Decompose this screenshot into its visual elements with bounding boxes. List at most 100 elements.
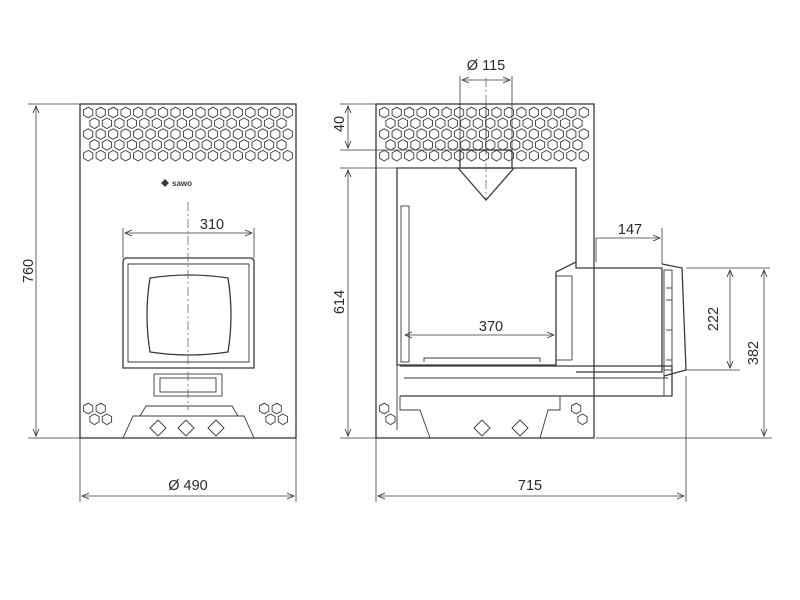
hex-vent-icon bbox=[385, 117, 396, 130]
hex-vent-icon bbox=[201, 139, 212, 151]
hex-vent-icon bbox=[572, 139, 583, 151]
dim-top-offset: 40 bbox=[332, 103, 460, 151]
hex-vent-icon bbox=[541, 128, 552, 140]
side-top-hex-grille bbox=[379, 106, 589, 162]
hex-vent-icon bbox=[410, 117, 421, 130]
hex-vent-icon bbox=[263, 139, 275, 151]
hex-vent-icon bbox=[251, 117, 262, 130]
hex-vent-icon bbox=[101, 117, 113, 130]
hex-vent-icon bbox=[276, 139, 287, 151]
hex-vent-icon bbox=[472, 139, 483, 151]
hex-vent-icon bbox=[239, 117, 250, 130]
hex-vent-icon bbox=[270, 128, 281, 140]
hex-vent-icon bbox=[83, 149, 94, 162]
hex-vent-icon bbox=[478, 106, 490, 119]
hex-vent-icon bbox=[270, 106, 281, 119]
hex-vent-icon bbox=[466, 128, 477, 140]
hex-vent-icon bbox=[164, 117, 175, 130]
hex-vent-icon bbox=[170, 106, 181, 119]
hex-vent-icon bbox=[497, 139, 508, 151]
hex-vent-icon bbox=[466, 106, 477, 119]
hex-vent-icon bbox=[101, 139, 113, 151]
dim-115-label: Ø 115 bbox=[467, 58, 505, 74]
brand-logo-text: sawo bbox=[172, 179, 192, 188]
hex-vent-icon bbox=[404, 128, 415, 140]
side-bottom-left-grille bbox=[379, 402, 396, 426]
dim-door-bottom-height: 382 bbox=[596, 270, 772, 439]
dim-front-diameter: Ø 490 bbox=[79, 438, 297, 502]
hex-vent-icon bbox=[541, 149, 552, 162]
dim-310-label: 310 bbox=[200, 217, 224, 233]
hex-vent-icon bbox=[108, 149, 119, 162]
side-body-outline bbox=[375, 103, 595, 439]
hex-vent-icon bbox=[182, 106, 194, 119]
hex-vent-icon bbox=[89, 413, 100, 426]
hex-vent-icon bbox=[265, 413, 276, 426]
hex-vent-icon bbox=[491, 128, 502, 140]
side-base bbox=[399, 396, 561, 439]
hex-vent-icon bbox=[528, 149, 539, 162]
side-ash-drawer bbox=[400, 365, 673, 397]
hex-vent-icon bbox=[547, 139, 558, 151]
hex-vent-icon bbox=[441, 128, 452, 140]
hex-vent-icon bbox=[207, 106, 219, 119]
hex-vent-icon bbox=[566, 149, 577, 162]
hex-vent-icon bbox=[257, 106, 268, 119]
dim-370-label: 370 bbox=[479, 319, 503, 335]
dim-715-label: 715 bbox=[518, 478, 542, 494]
hex-vent-icon bbox=[491, 149, 502, 162]
hex-vent-icon bbox=[220, 128, 231, 140]
hex-vent-icon bbox=[257, 128, 268, 140]
hex-vent-icon bbox=[176, 117, 187, 130]
hex-vent-icon bbox=[485, 139, 496, 151]
front-door bbox=[122, 257, 255, 397]
hex-vent-icon bbox=[460, 139, 471, 151]
hex-vent-icon bbox=[259, 402, 270, 415]
dim-front-height: 760 bbox=[21, 103, 80, 439]
hex-vent-icon bbox=[391, 149, 402, 162]
hex-vent-icon bbox=[429, 106, 440, 119]
hex-vent-icon bbox=[120, 128, 131, 140]
hex-vent-icon bbox=[510, 139, 521, 151]
hex-vent-icon bbox=[271, 402, 282, 415]
hex-vent-icon bbox=[503, 106, 515, 119]
front-top-hex-grille bbox=[83, 106, 293, 162]
hex-vent-icon bbox=[270, 149, 281, 162]
front-view: sawo 760 bbox=[21, 103, 297, 502]
hex-vent-icon bbox=[553, 149, 564, 162]
dim-382-label: 382 bbox=[746, 341, 762, 365]
hex-vent-icon bbox=[263, 117, 275, 130]
dim-extension-depth: 147 bbox=[595, 222, 663, 264]
hex-vent-icon bbox=[282, 149, 293, 162]
dim-614-label: 614 bbox=[332, 290, 348, 314]
side-view: Ø 115 40 614 370 147 bbox=[332, 58, 772, 502]
hex-vent-icon bbox=[578, 128, 589, 140]
hex-vent-icon bbox=[114, 117, 125, 130]
hex-vent-icon bbox=[157, 128, 169, 140]
dim-body-height: 614 bbox=[332, 167, 397, 439]
dim-door-height: 222 bbox=[686, 267, 770, 371]
hex-vent-icon bbox=[95, 128, 106, 140]
hex-vent-icon bbox=[145, 149, 156, 162]
hex-vent-icon bbox=[566, 128, 577, 140]
hex-vent-icon bbox=[422, 117, 433, 130]
hex-vent-icon bbox=[410, 139, 421, 151]
hex-vent-icon bbox=[139, 117, 150, 130]
side-bottom-right-grille bbox=[571, 402, 588, 426]
hex-vent-icon bbox=[391, 106, 402, 119]
hex-vent-icon bbox=[416, 128, 427, 140]
hex-vent-icon bbox=[189, 139, 200, 151]
hex-vent-icon bbox=[578, 149, 589, 162]
hex-vent-icon bbox=[214, 117, 225, 130]
hex-vent-icon bbox=[516, 106, 527, 119]
hex-vent-icon bbox=[404, 106, 415, 119]
hex-vent-icon bbox=[416, 106, 427, 119]
hex-vent-icon bbox=[441, 149, 452, 162]
front-base bbox=[122, 405, 255, 439]
hex-vent-icon bbox=[120, 149, 131, 162]
hex-vent-icon bbox=[95, 149, 106, 162]
hex-vent-icon bbox=[151, 117, 162, 130]
hex-vent-icon bbox=[176, 139, 187, 151]
hex-vent-icon bbox=[541, 106, 552, 119]
hex-vent-icon bbox=[95, 402, 106, 415]
